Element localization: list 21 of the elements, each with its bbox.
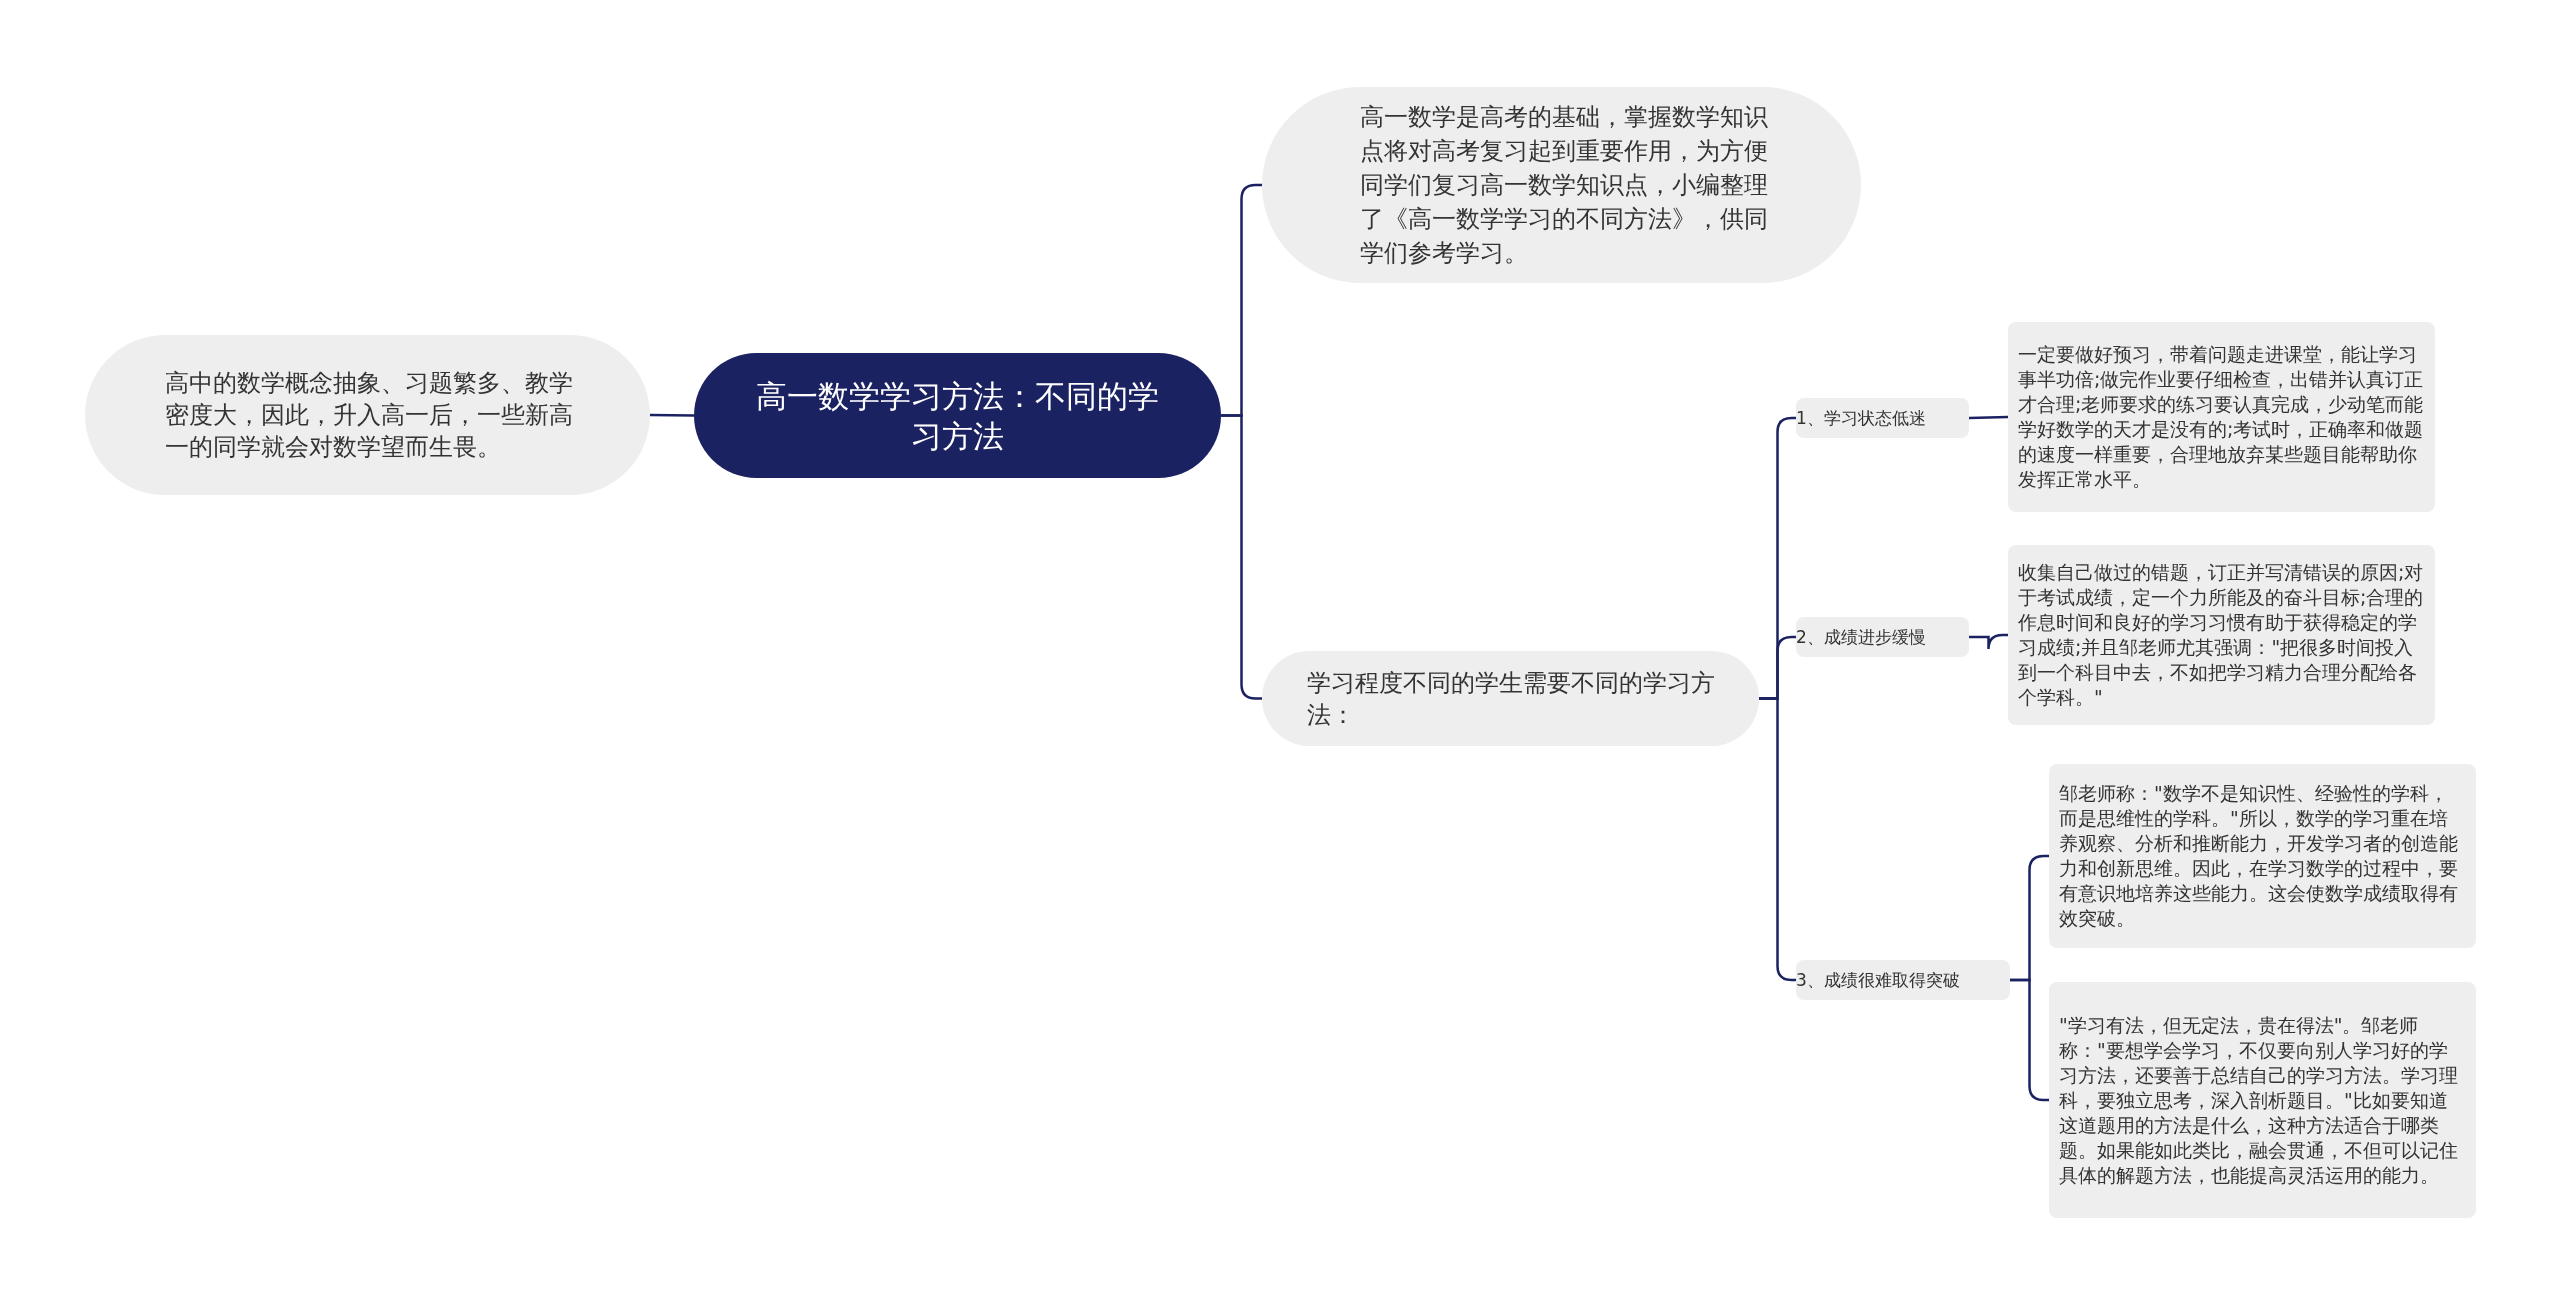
node-text: "学习有法，但无定法，贵在得法"。邹老师称："要想学会学习，不仅要向别人学习好的学习方法，还要善于总结自己的学习方法。学习理科，要独立思考，深入剖析题目。"比如要知道这道题用的方法是什么，这种方法适合于哪类题。如果能如此类比，融会贯通，不但可以记住具体的解题方法，也能提高灵活运用的能力。 — [2059, 1012, 2459, 1188]
node-text: 收集自己做过的错题，订正并写清错误的原因;对于考试成绩，定一个力所能及的奋斗目标;合理的作息时间和良好的学习习惯有助于获得稳定的学习成绩;并且邹老师尤其强调："把很多时间投入到一个科目中去，不如把学习精力合理分配给各个学科。" — [2018, 560, 2425, 710]
detail-note — [2008, 545, 2435, 725]
detail-note — [2008, 322, 2435, 512]
node-text: 学习程度不同的学生需要不同的学习方法： — [1307, 667, 1716, 731]
subtopic-label — [1796, 617, 1969, 657]
node-text: 2、成绩进步缓慢 — [1796, 626, 1927, 648]
connector-line — [650, 413, 694, 417]
node-text: 高中的数学概念抽象、习题繁多、教学密度大，因此，升入高一后，一些新高一的同学就会对数学望而生畏。 — [165, 368, 574, 463]
node-text: 邹老师称："数学不是知识性、经验性的学科，而是思维性的学科。"所以，数学的学习重在培养观察、分析和推断能力，开发学习者的创造能力和创新思维。因此，在学习数学的过程中，要有意识地培养这些能力。这会使数学成绩取得有效突破。 — [2059, 781, 2459, 931]
node-text: 高一数学是高考的基础，掌握数学知识点将对高考复习起到重要作用，为方便同学们复习高一数学知识点，小编整理了《高一数学学习的不同方法》，供同学们参考学习。 — [1360, 102, 1769, 269]
connector-line — [1968, 415, 2009, 420]
node-text: 1、学习状态低迷 — [1796, 407, 1927, 429]
detail-note — [2049, 764, 2476, 948]
detail-note — [2049, 982, 2476, 1218]
subtopic-label — [1796, 960, 2010, 1000]
connector-line — [1969, 633, 2008, 651]
node-text: 3、成绩很难取得突破 — [1796, 969, 1961, 991]
node-text: 高一数学学习方法：不同的学习方法 — [755, 376, 1160, 456]
subtopic-label — [1796, 398, 1969, 438]
node-text: 一定要做好预习，带着问题走进课堂，能让学习事半功倍;做完作业要仔细检查，出错并认真订正才合理;老师要求的练习要认真完成，少动笔而能学好数学的天才是没有的;考试时，正确率和做题的速度一样重要，合理地放弃某些题目能帮助你发挥正常水平。 — [2018, 342, 2425, 492]
